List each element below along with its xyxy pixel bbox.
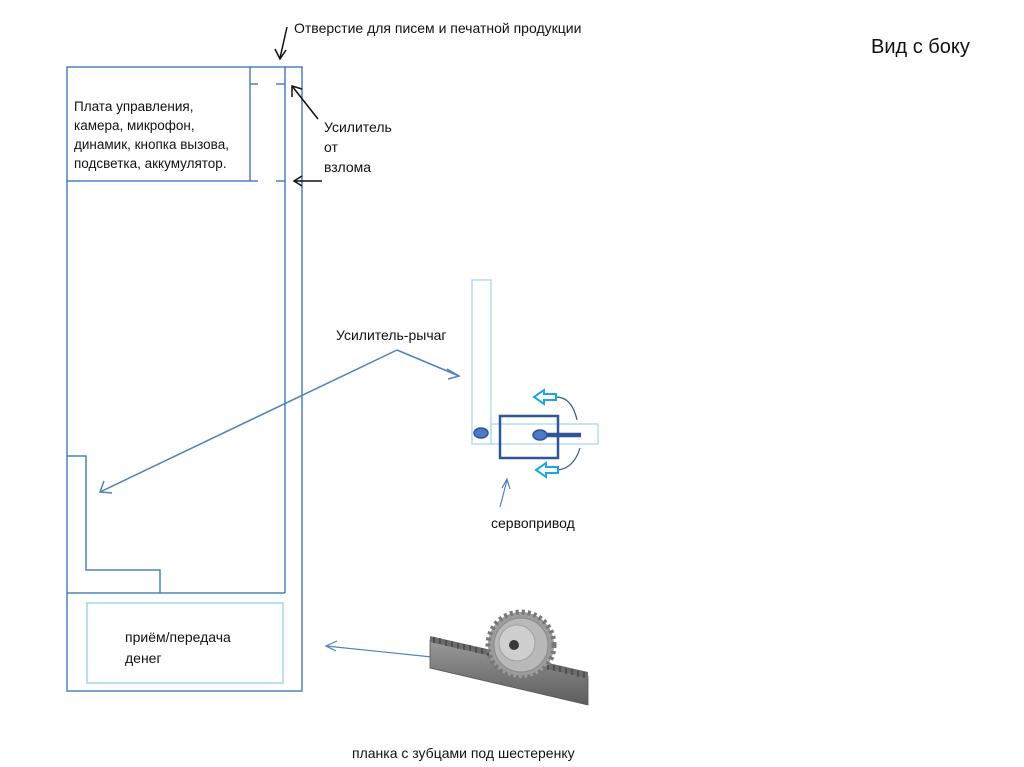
lever-label: Усилитель-рычаг [336, 327, 447, 343]
servo-arrow [499, 479, 508, 508]
lever-arrow-right [396, 349, 460, 377]
rack-label: планка с зубцами под шестеренку [352, 745, 575, 761]
servo-label: сервопривод [491, 515, 575, 531]
servo-shaft-end [532, 429, 548, 441]
inner-bracket [67, 455, 161, 593]
control-board-line-1: Плата управления, [74, 99, 194, 114]
anti-break-line-1: Усилитель [324, 119, 392, 135]
control-board-line-4: подсветка, аккумулятор. [74, 156, 227, 171]
motion-curve-bottom [557, 447, 581, 471]
cyan-arrow-bottom [534, 461, 559, 479]
anti-break-line-2: от [324, 139, 338, 155]
lever-arrow-left [99, 349, 398, 493]
slot-label: Отверстие для писем и печатной продукции [294, 20, 582, 36]
lever-bar [471, 279, 492, 445]
anti-break-line-3: взлома [324, 159, 372, 175]
control-board-label: Плата управления, камера, микрофон, дина… [74, 97, 229, 173]
rack-arrow-head [324, 640, 338, 652]
housing-outline [66, 66, 303, 692]
anti-break-label: Усилитель от взлома [324, 117, 392, 177]
cyan-arrow-top [532, 388, 557, 406]
lever-arrow-right-head [446, 368, 461, 380]
anti-break-arrow-lower-head [292, 175, 303, 187]
servo-rail [490, 423, 599, 445]
slot-arrow [279, 26, 288, 59]
view-title: Вид с боку [871, 36, 970, 58]
slot-arrow-head [274, 48, 287, 61]
money-line-1: приём/передача [125, 629, 231, 645]
gear-hole [509, 640, 519, 650]
lever-pivot [473, 427, 489, 439]
gear-rack-image [429, 609, 589, 706]
anti-break-arrow-upper [291, 85, 319, 120]
control-board-line-3: динамик, кнопка вызова, [74, 137, 229, 152]
anti-break-arrow-upper-head [291, 84, 303, 97]
money-line-2: денег [125, 650, 162, 666]
motion-curve-top [555, 396, 578, 421]
money-label: приём/передача денег [125, 627, 231, 669]
money-box [86, 602, 284, 684]
control-board-line-2: камера, микрофон, [74, 118, 195, 133]
servo-arrow-head [501, 477, 511, 490]
lever-arrow-left-head [98, 480, 113, 494]
rack-arrow [325, 645, 433, 658]
